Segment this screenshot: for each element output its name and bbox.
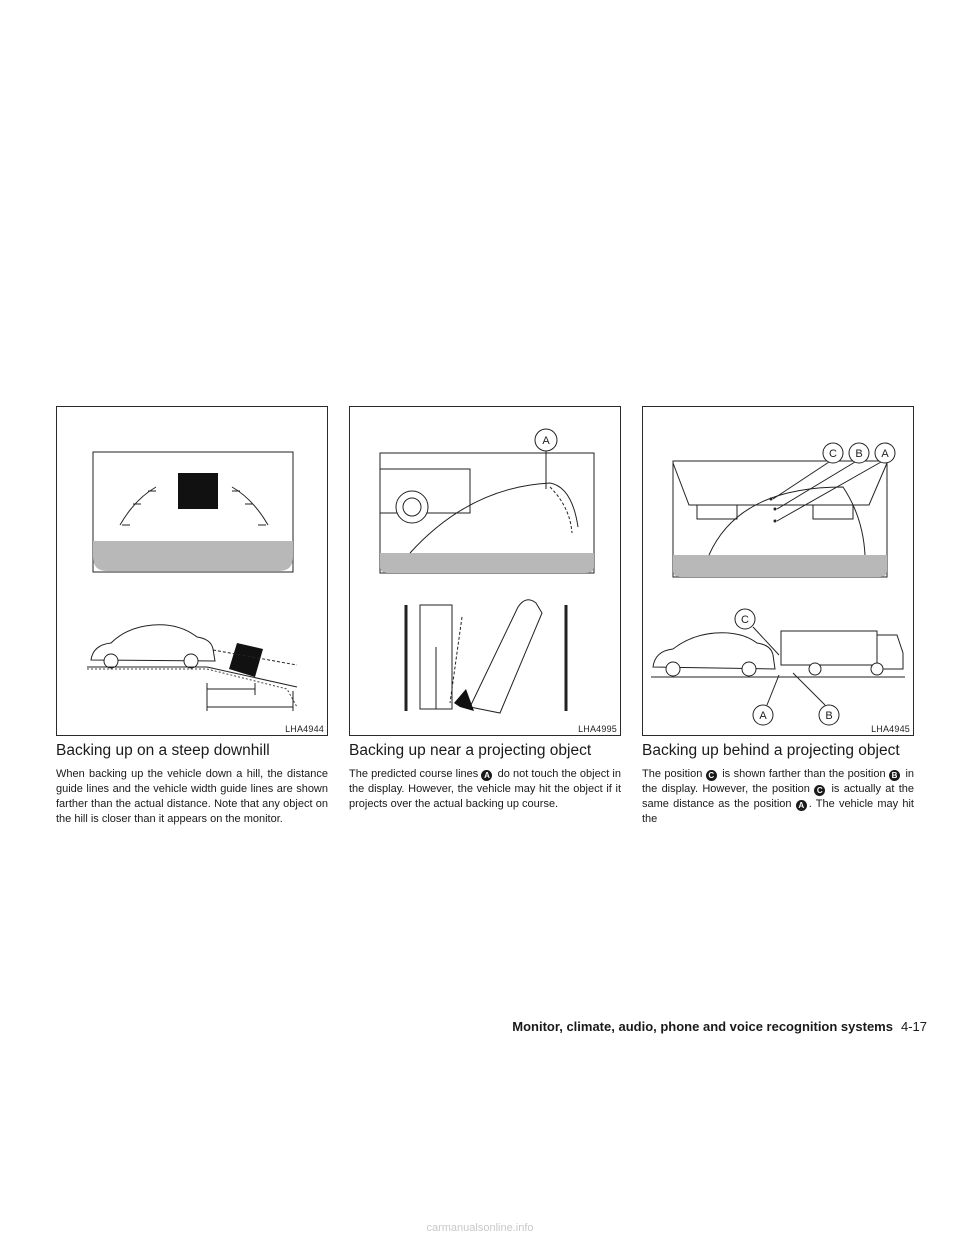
column-1: LHA4944 Backing up on a steep downhill W… [56, 406, 328, 827]
callout-label: C [829, 448, 837, 460]
text-run: . The vehicle may hit the [642, 798, 914, 825]
callout-label: B [855, 448, 862, 460]
section-title: Backing up near a projecting object [349, 742, 592, 759]
text-run: in the display. However, the position [642, 768, 915, 795]
callout-label: A [759, 710, 767, 722]
figure-code: LHA4945 [871, 724, 910, 734]
page-number: 4-17 [900, 1019, 927, 1034]
text-run: The position [642, 768, 706, 780]
callout-a-icon: A [481, 770, 493, 781]
callout-label: A [542, 435, 550, 447]
callout-a-icon: A [795, 800, 807, 811]
watermark: carmanualsonline.info [426, 1222, 534, 1234]
figure-steep-downhill: LHA4944 [56, 406, 328, 736]
section-body: The predicted course lines A do not touc… [349, 767, 621, 812]
page-footer: Monitor, climate, audio, phone and voice… [422, 1019, 927, 1034]
behind-object-illustration: C B A C A B [651, 442, 905, 726]
figure-projecting-object: A LHA4995 [349, 406, 621, 736]
section-body: The position C is shown farther than the… [642, 767, 914, 827]
footer-section-title: Monitor, climate, audio, phone and voice… [512, 1019, 893, 1034]
callout-c-icon: C [705, 770, 717, 781]
text-run: is shown farther than the position [718, 768, 889, 780]
callout-label: C [741, 614, 749, 626]
object-box [178, 473, 218, 509]
figure-behind-object: C B A C A B LHA4945 [642, 406, 914, 736]
callout-b-icon: B [889, 770, 900, 781]
callout-label: B [825, 710, 832, 722]
column-2: A LHA4995 Backing up near a projecting o… [349, 406, 621, 812]
text-run: The predicted course lines [349, 768, 482, 780]
text-run: is actually at the same distance as the … [642, 783, 914, 810]
callout-c-icon: C [814, 785, 826, 796]
text-run: do not touch the object in the display. … [349, 768, 621, 810]
figure-code: LHA4944 [285, 724, 324, 734]
column-3: C B A C A B LHA4945 Backing up [642, 406, 914, 827]
downhill-illustration [87, 451, 298, 711]
section-body: When backing up the vehicle down a hill,… [56, 768, 328, 825]
section-title: Backing up on a steep downhill [56, 742, 270, 759]
figure-code: LHA4995 [578, 724, 617, 734]
projecting-object-illustration: A [379, 428, 595, 714]
callout-label: A [881, 448, 889, 460]
section-title: Backing up behind a projecting object [642, 742, 900, 759]
